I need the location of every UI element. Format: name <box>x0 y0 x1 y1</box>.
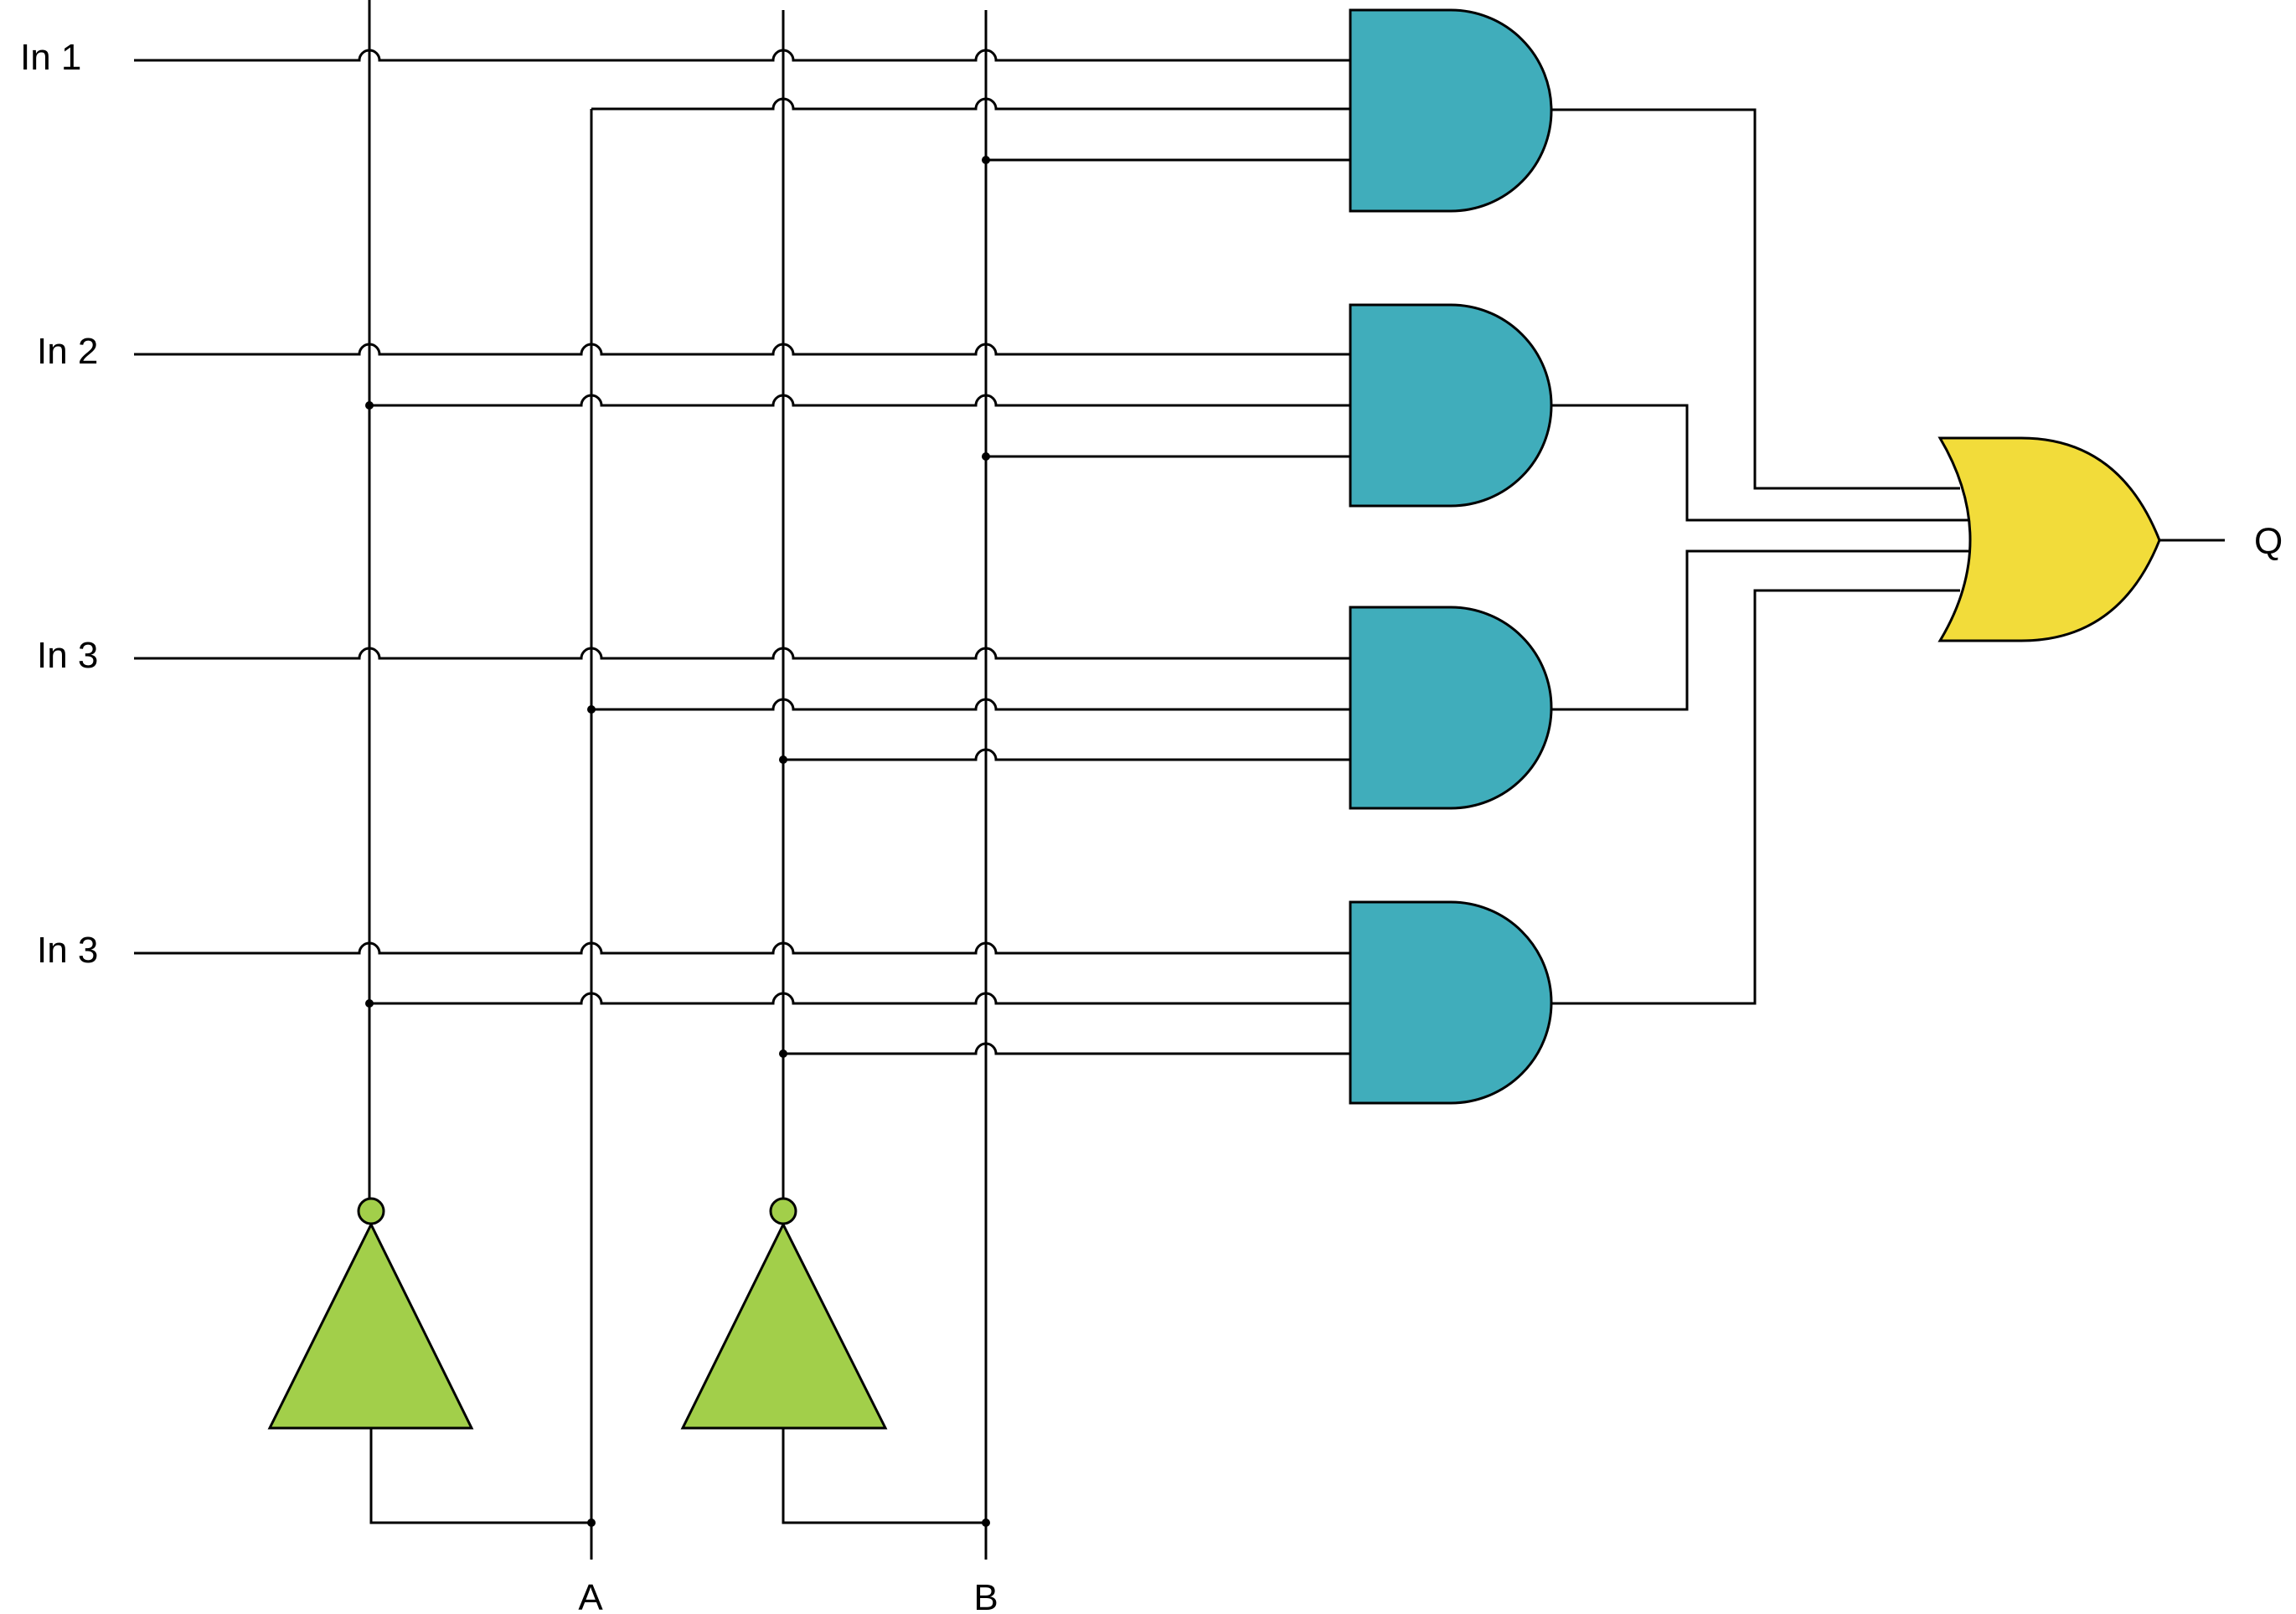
gate3-notb-tap-wire <box>783 748 1350 761</box>
gate4-notb-tap-wire <box>783 1042 1350 1055</box>
select-tap-wires <box>369 97 1350 1055</box>
and-gate-2 <box>1349 303 1553 508</box>
in1-wire <box>134 49 1350 62</box>
in3a-wire <box>134 647 1350 660</box>
junction-dot <box>779 1049 787 1058</box>
gate1-to-or-wire <box>1552 108 1960 490</box>
and-gate-1 <box>1349 8 1553 213</box>
b-to-inverter-wire <box>782 1428 986 1524</box>
junction-dot <box>779 755 787 764</box>
a-to-inverter-wire <box>369 1428 591 1524</box>
gate2-nota-tap-wire <box>369 394 1350 407</box>
junction-dot <box>365 401 374 410</box>
junction-dot <box>587 1519 596 1527</box>
gate3-to-or-wire <box>1552 549 1968 711</box>
vertical-signal-lines <box>368 0 988 1560</box>
not-gate-b-bubble <box>769 1197 797 1225</box>
input-label-in1: In 1 <box>20 37 81 78</box>
gate1-a-tap-wire <box>591 97 1350 111</box>
junction-dot <box>982 156 990 164</box>
output-label-q: Q <box>2254 521 2283 562</box>
and-gate-4 <box>1349 900 1553 1105</box>
and-gate-3 <box>1349 606 1553 810</box>
and-gates <box>1349 8 1553 1105</box>
select-label-a: A <box>578 1577 603 1614</box>
not-gate-b <box>680 1197 888 1430</box>
inverter-feed-wires <box>369 1428 986 1524</box>
gate3-a-tap-wire <box>591 698 1350 711</box>
junction-dot <box>365 999 374 1008</box>
not-gate-a <box>267 1197 474 1430</box>
in2-wire <box>134 343 1350 356</box>
or-input-wires <box>1552 108 2225 1005</box>
gate2-to-or-wire <box>1552 404 1968 522</box>
data-input-wires <box>134 49 1350 955</box>
select-label-b: B <box>973 1577 998 1614</box>
input-label-in2: In 2 <box>37 331 98 372</box>
junction-dot <box>982 452 990 461</box>
input-label-in3a: In 3 <box>37 635 98 676</box>
gate4-to-or-wire <box>1552 589 1960 1005</box>
not-gate-a-triangle <box>267 1221 474 1430</box>
in3b-wire <box>134 941 1350 955</box>
not-gate-a-bubble <box>357 1197 385 1225</box>
junction-dots <box>365 156 990 1527</box>
junction-dot <box>982 1519 990 1527</box>
not-gate-b-triangle <box>680 1221 888 1430</box>
junction-dot <box>587 705 596 714</box>
or-gate <box>1937 436 2161 642</box>
input-label-in3b: In 3 <box>37 930 98 971</box>
gate4-nota-tap-wire <box>369 992 1350 1005</box>
